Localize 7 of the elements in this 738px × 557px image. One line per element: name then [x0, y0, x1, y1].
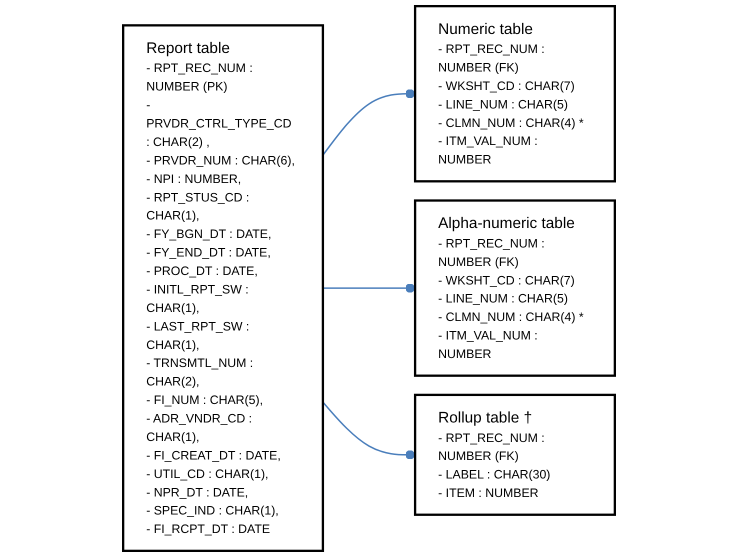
node-box [414, 199, 616, 377]
connector [322, 283, 416, 293]
connector [322, 402, 416, 460]
node-box [414, 5, 616, 182]
connector [322, 89, 416, 156]
node-box [122, 24, 324, 552]
node-box [414, 394, 616, 516]
